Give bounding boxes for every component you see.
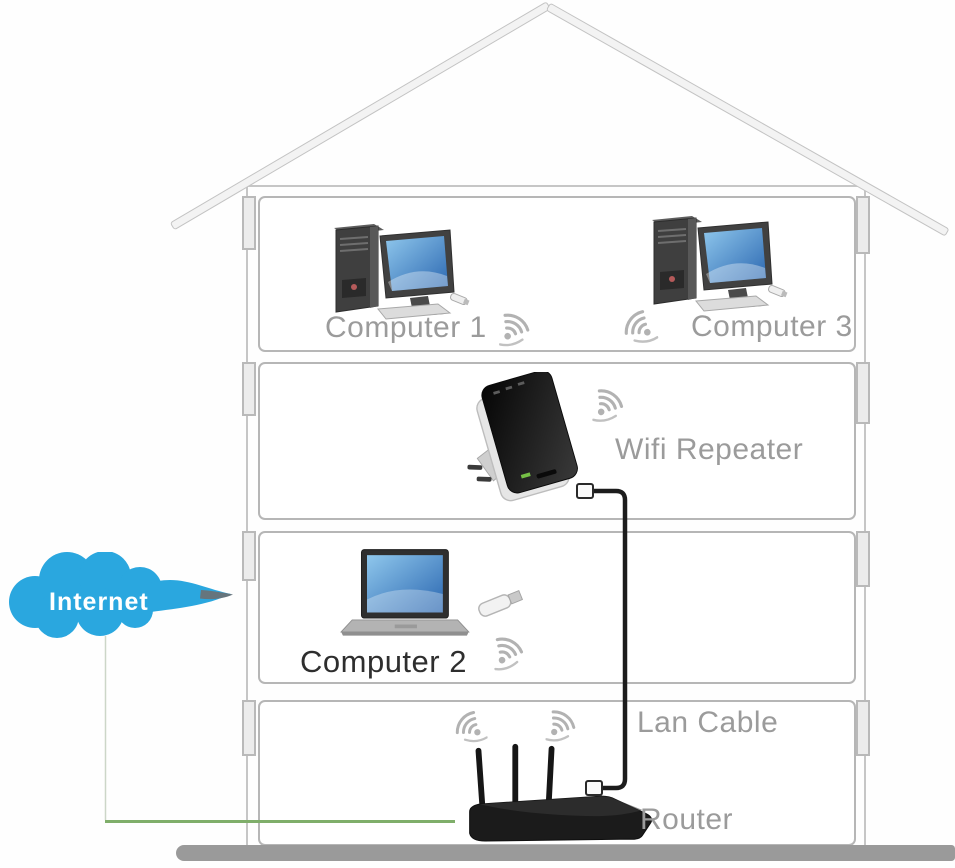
house-ceiling — [246, 185, 866, 187]
lan-cable-label: Lan Cable — [637, 706, 779, 739]
laptop-icon — [340, 549, 470, 637]
wall-stub — [856, 531, 870, 587]
router-icon — [469, 743, 653, 842]
floor-computer2 — [258, 531, 856, 684]
wall-stub — [856, 362, 870, 424]
wifi-repeater-label: Wifi Repeater — [615, 433, 804, 466]
wall-stub — [242, 700, 256, 756]
wall-stub — [242, 196, 256, 250]
wifi-signal-icon — [622, 308, 660, 346]
wall-stub — [856, 700, 870, 756]
computer2-label: Computer 2 — [300, 644, 467, 679]
wall-stub — [856, 196, 870, 254]
ground-slab — [176, 845, 955, 861]
internet-cloud-icon: Internet — [9, 552, 233, 638]
house-left-wall — [246, 186, 248, 846]
cloud-shape — [9, 552, 231, 638]
wall-stub — [242, 531, 256, 581]
wifi-signal-icon — [453, 709, 489, 745]
wifi-signal-icon — [586, 386, 625, 424]
wifi-repeater-icon — [446, 372, 583, 511]
computer3-label: Computer 3 — [691, 310, 853, 343]
wall-stub — [242, 362, 256, 416]
router-label: Router — [640, 803, 734, 836]
computer1-label: Computer 1 — [325, 311, 487, 344]
desktop-computer-3-icon — [651, 215, 789, 312]
wifi-signal-icon — [541, 707, 577, 744]
cloud-tail-tip — [200, 590, 233, 600]
internet-label: Internet — [49, 588, 149, 616]
desktop-computer-1-icon — [333, 223, 471, 320]
house-right-wall — [864, 190, 866, 846]
